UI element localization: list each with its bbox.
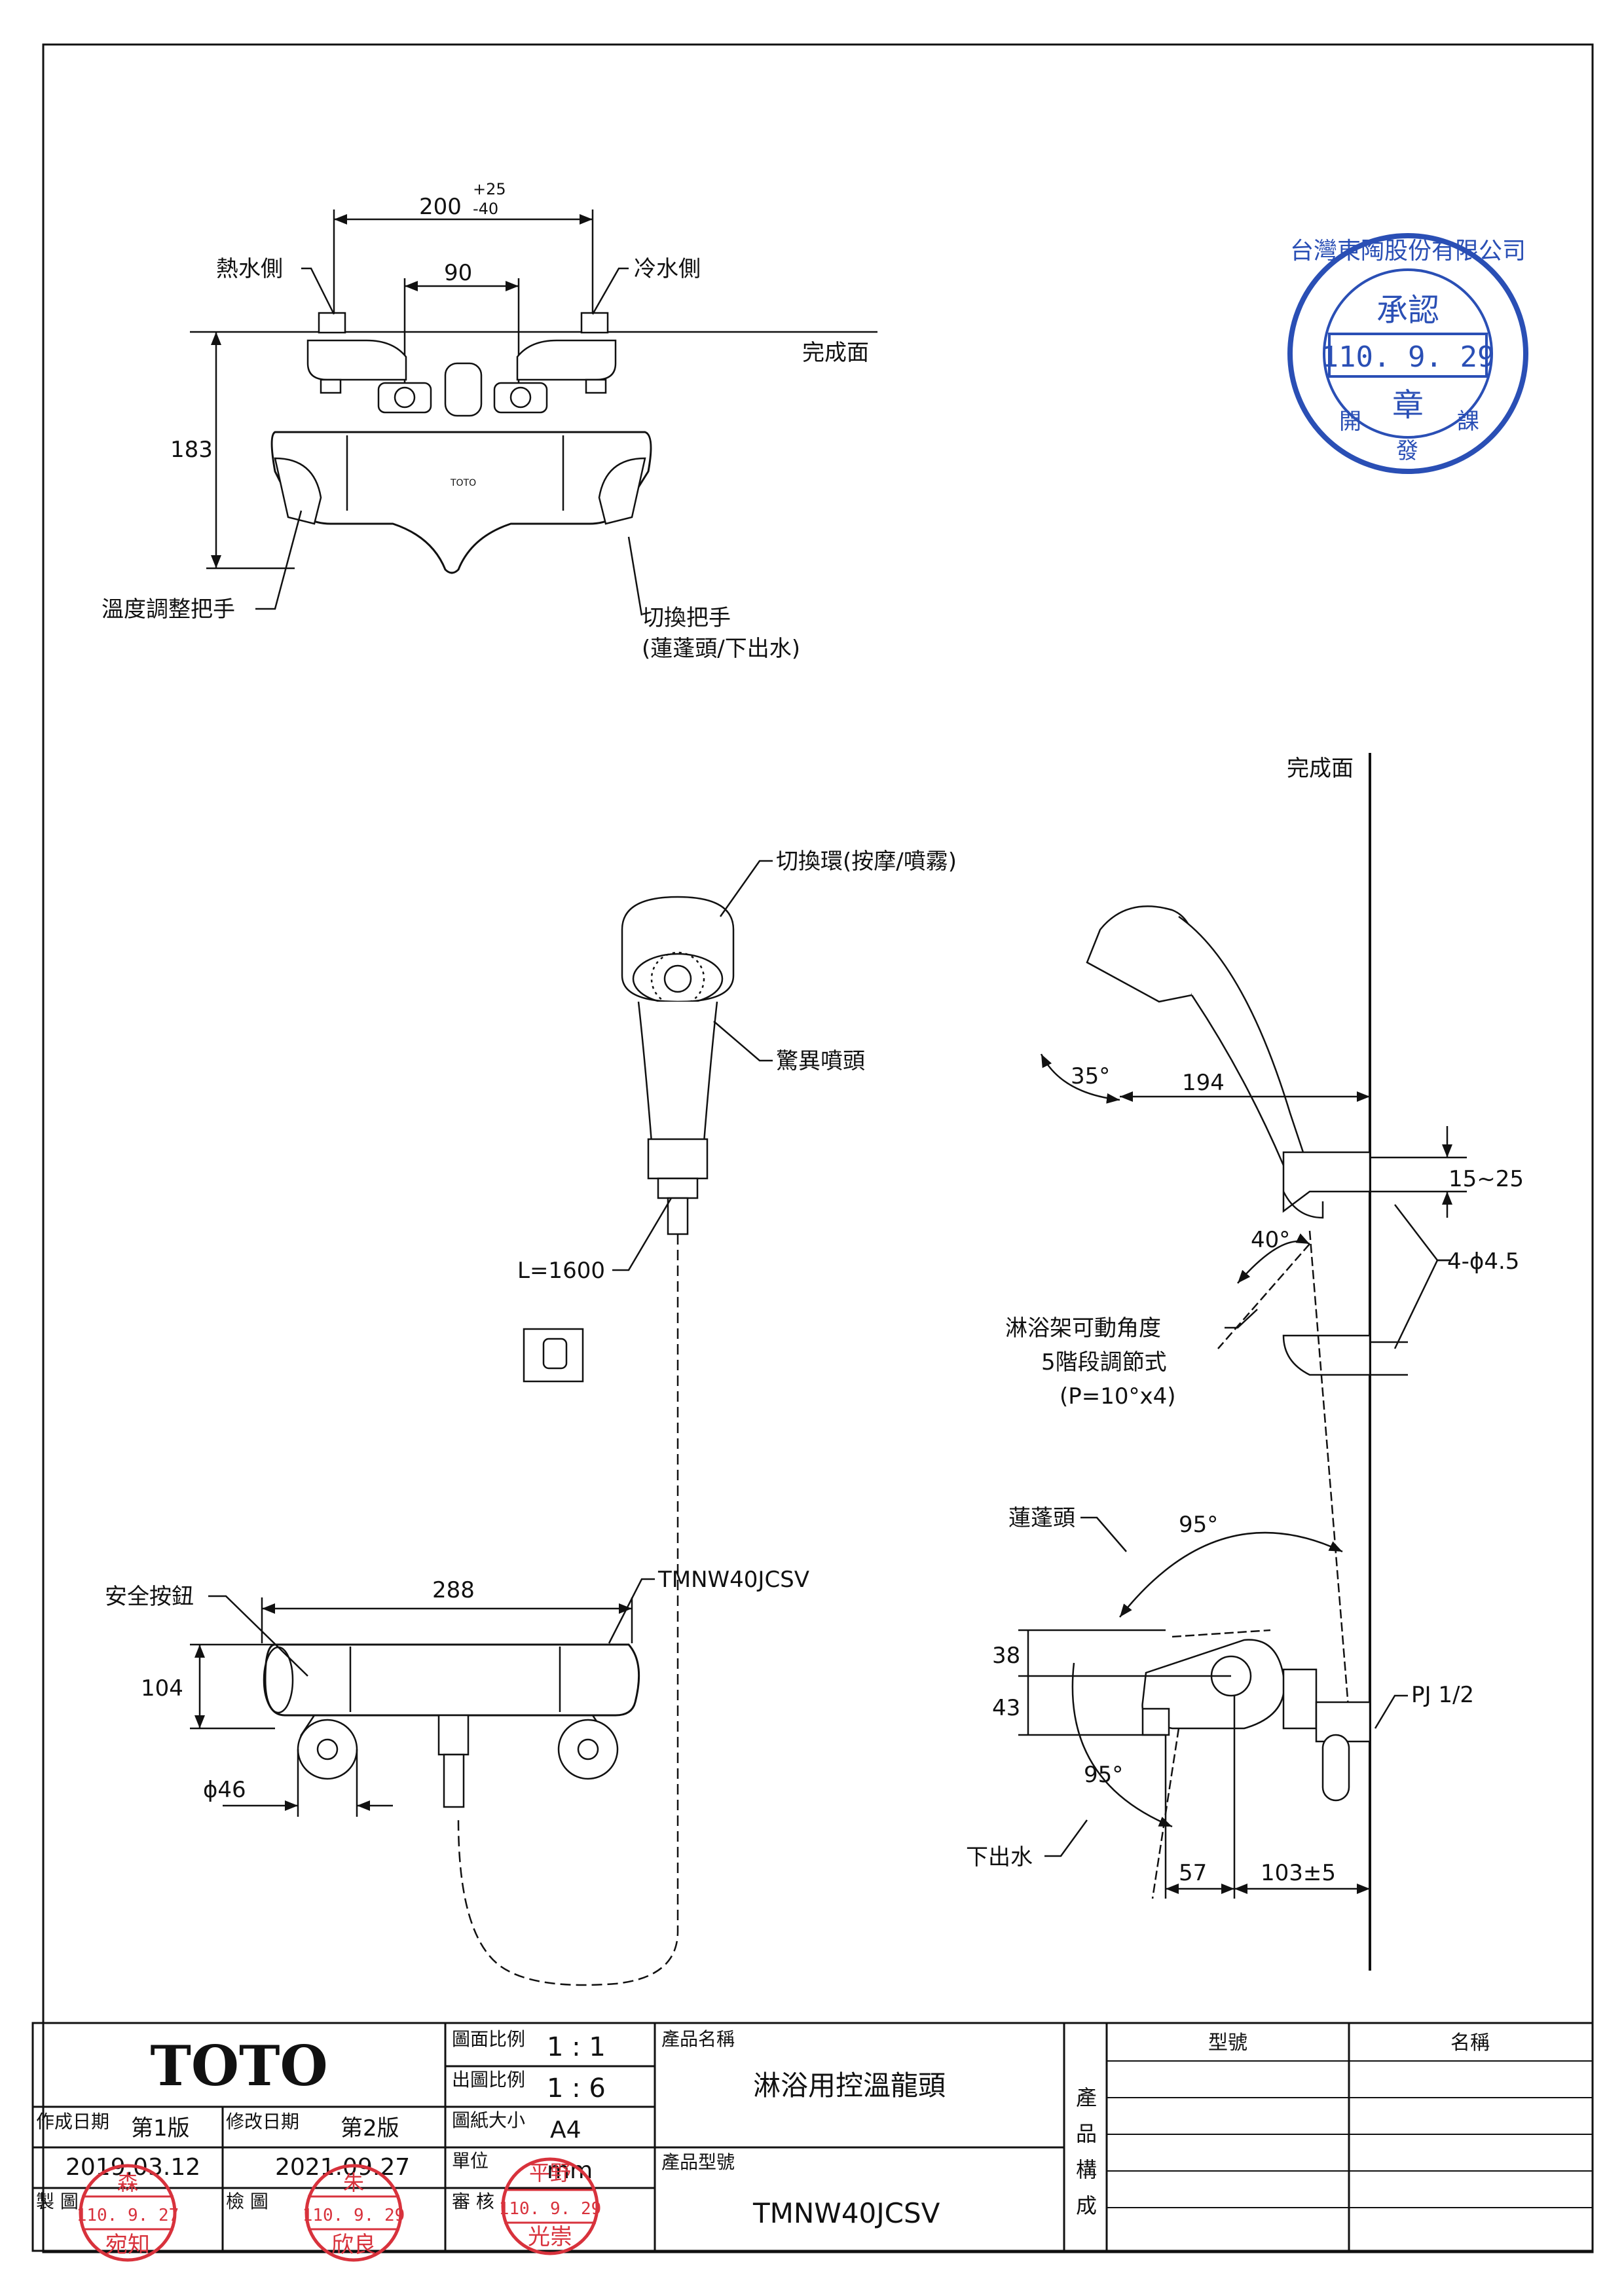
switch-handle-label: 切換把手	[642, 605, 731, 631]
shower-front-labels: 切換環(按摩/噴霧) 驚異噴頭 L=1600	[517, 848, 957, 1284]
scale-drawing: 1 : 1	[547, 2032, 606, 2062]
front-view	[190, 1578, 655, 1817]
safety-button-label: 安全按鈕	[105, 1584, 194, 1610]
stamp-review-name: 光崇	[528, 2224, 572, 2250]
temp-handle-label: 溫度調整把手	[101, 596, 235, 623]
stamp-made-date: 110. 9. 27	[77, 2206, 179, 2225]
dim-tol-minus: -40	[473, 200, 498, 218]
stamp-check-date: 110. 9. 29	[303, 2206, 405, 2225]
hose-length-label: L=1600	[517, 1258, 605, 1284]
spout-label: 下出水	[966, 1844, 1033, 1870]
dim-43: 43	[992, 1695, 1020, 1721]
stamp-review-date: 110. 9. 29	[499, 2199, 602, 2219]
composition-char-1: 產	[1076, 2085, 1097, 2110]
stamp-seal: 章	[1392, 387, 1424, 424]
shower-side-labels: 完成面 35° 194 15~25 4-ϕ4.5 40° 淋浴架可動角度 5階段…	[1005, 756, 1524, 1410]
stamp-dept-2: 發	[1396, 438, 1418, 464]
created-label: 作成日期	[36, 2111, 109, 2132]
red-stamp-review: 平野 110. 9. 29 光崇	[499, 2157, 602, 2255]
dim-width-288: 288	[432, 1577, 475, 1603]
made-label: 製 圖	[36, 2191, 79, 2212]
unit: mm	[547, 2157, 593, 2184]
revised-label: 修改日期	[226, 2111, 299, 2132]
finish-surface-side: 完成面	[1287, 756, 1354, 782]
paper-label: 圖紙大小	[452, 2109, 525, 2131]
product-model: TMNW40JCSV	[752, 2197, 940, 2229]
title-block-text: TOTO 圖面比例 1 : 1 出圖比例 1 : 6 圖紙大小 A4 單位 mm…	[36, 2028, 1490, 2229]
shower-head-label: 蓮蓬頭	[1008, 1505, 1075, 1531]
switch-ring-label: 切換環(按摩/噴霧)	[776, 848, 957, 875]
angle-95-bottom: 95°	[1084, 1762, 1123, 1788]
composition-char-3: 構	[1076, 2157, 1097, 2182]
title-block	[31, 2022, 1594, 2252]
revised-edition: 第2版	[341, 2115, 399, 2141]
screws-label: 4-ϕ4.5	[1447, 1248, 1519, 1275]
dim-inner: 90	[444, 260, 472, 286]
stamp-dept-3: 課	[1457, 409, 1479, 435]
top-view-labels: 200 +25 -40 90 熱水側 冷水側 完成面 183 溫度調整把手 切換…	[101, 180, 869, 662]
dim-57: 57	[1179, 1860, 1207, 1886]
unit-label: 單位	[452, 2150, 489, 2172]
paper-size: A4	[550, 2117, 581, 2143]
dim-tol-plus: +25	[473, 180, 506, 198]
stamp-made-name: 宛知	[105, 2232, 150, 2258]
dim-height-104: 104	[141, 1675, 183, 1702]
angle-40: 40°	[1251, 1227, 1290, 1253]
dim-dia-46: ϕ46	[203, 1777, 246, 1803]
scale-drawing-label: 圖面比例	[452, 2028, 525, 2050]
brand-logo: TOTO	[150, 2033, 327, 2098]
red-stamp-check: 朱 110. 9. 29 欣良	[303, 2164, 405, 2262]
stamp-made-top: 森	[117, 2170, 138, 2195]
composition-char-2: 品	[1076, 2121, 1097, 2146]
product-name: 淋浴用控溫龍頭	[753, 2069, 946, 2102]
showerhead-label: 驚異噴頭	[776, 1048, 865, 1074]
holder-angle-1: 淋浴架可動角度	[1005, 1315, 1161, 1341]
dim-38: 38	[992, 1643, 1020, 1669]
stamp-date: 110. 9. 29	[1321, 340, 1495, 374]
product-model-label: 產品型號	[661, 2151, 735, 2173]
shower-front-view	[457, 860, 773, 1986]
stamp-company: 台灣東陶股份有限公司	[1290, 238, 1526, 264]
review-label: 審 核	[452, 2191, 494, 2212]
model-column-header: 型號	[1208, 2032, 1247, 2054]
cold-side-label: 冷水側	[634, 256, 701, 282]
stamp-check-top: 朱	[343, 2170, 364, 2195]
check-label: 檢 圖	[226, 2191, 268, 2212]
angle-95-top: 95°	[1179, 1512, 1218, 1538]
stamp-review-top: 平野	[529, 2160, 571, 2185]
toto-mark: TOTO	[450, 478, 476, 488]
drawing-border	[42, 43, 1594, 2253]
finish-surface-label: 完成面	[802, 340, 869, 366]
stamp-approve: 承認	[1376, 292, 1439, 329]
hot-side-label: 熱水側	[216, 256, 283, 282]
composition-char-4: 成	[1076, 2193, 1097, 2218]
name-column-header: 名稱	[1450, 2032, 1490, 2054]
product-name-label: 產品名稱	[661, 2028, 735, 2050]
shower-side-view	[1040, 753, 1467, 1971]
created-edition: 第1版	[131, 2115, 190, 2141]
pj-label: PJ 1/2	[1411, 1682, 1474, 1708]
dim-103: 103±5	[1261, 1860, 1336, 1886]
holder-angle-3: (P=10°x4)	[1060, 1383, 1176, 1410]
top-view	[190, 210, 877, 616]
scale-output: 1 : 6	[547, 2073, 606, 2104]
dim-centers: 200	[419, 194, 462, 220]
model-callout: TMNW40JCSV	[657, 1567, 809, 1593]
approval-stamp: 承認 110. 9. 29 章 台灣東陶股份有限公司 開 發 課	[1287, 233, 1528, 474]
dim-height-183: 183	[170, 437, 213, 463]
dim-194: 194	[1182, 1070, 1225, 1096]
side-view	[1018, 1516, 1408, 1899]
red-stamp-made: 森 110. 9. 27 宛知	[77, 2164, 179, 2262]
stamp-check-name: 欣良	[331, 2232, 376, 2258]
dim-15-25: 15~25	[1449, 1166, 1524, 1192]
side-view-labels: 蓮蓬頭 95° 95° 38 43 PJ 1/2 下出水 57 103±5	[966, 1505, 1474, 1886]
stamp-dept-1: 開	[1339, 409, 1361, 435]
front-view-labels: 安全按鈕 288 104 ϕ46 TMNW40JCSV	[105, 1567, 809, 1803]
scale-output-label: 出圖比例	[452, 2069, 525, 2090]
angle-35: 35°	[1071, 1063, 1110, 1089]
switch-handle-sub: (蓮蓬頭/下出水)	[642, 636, 800, 662]
holder-angle-2: 5階段調節式	[1041, 1349, 1167, 1376]
